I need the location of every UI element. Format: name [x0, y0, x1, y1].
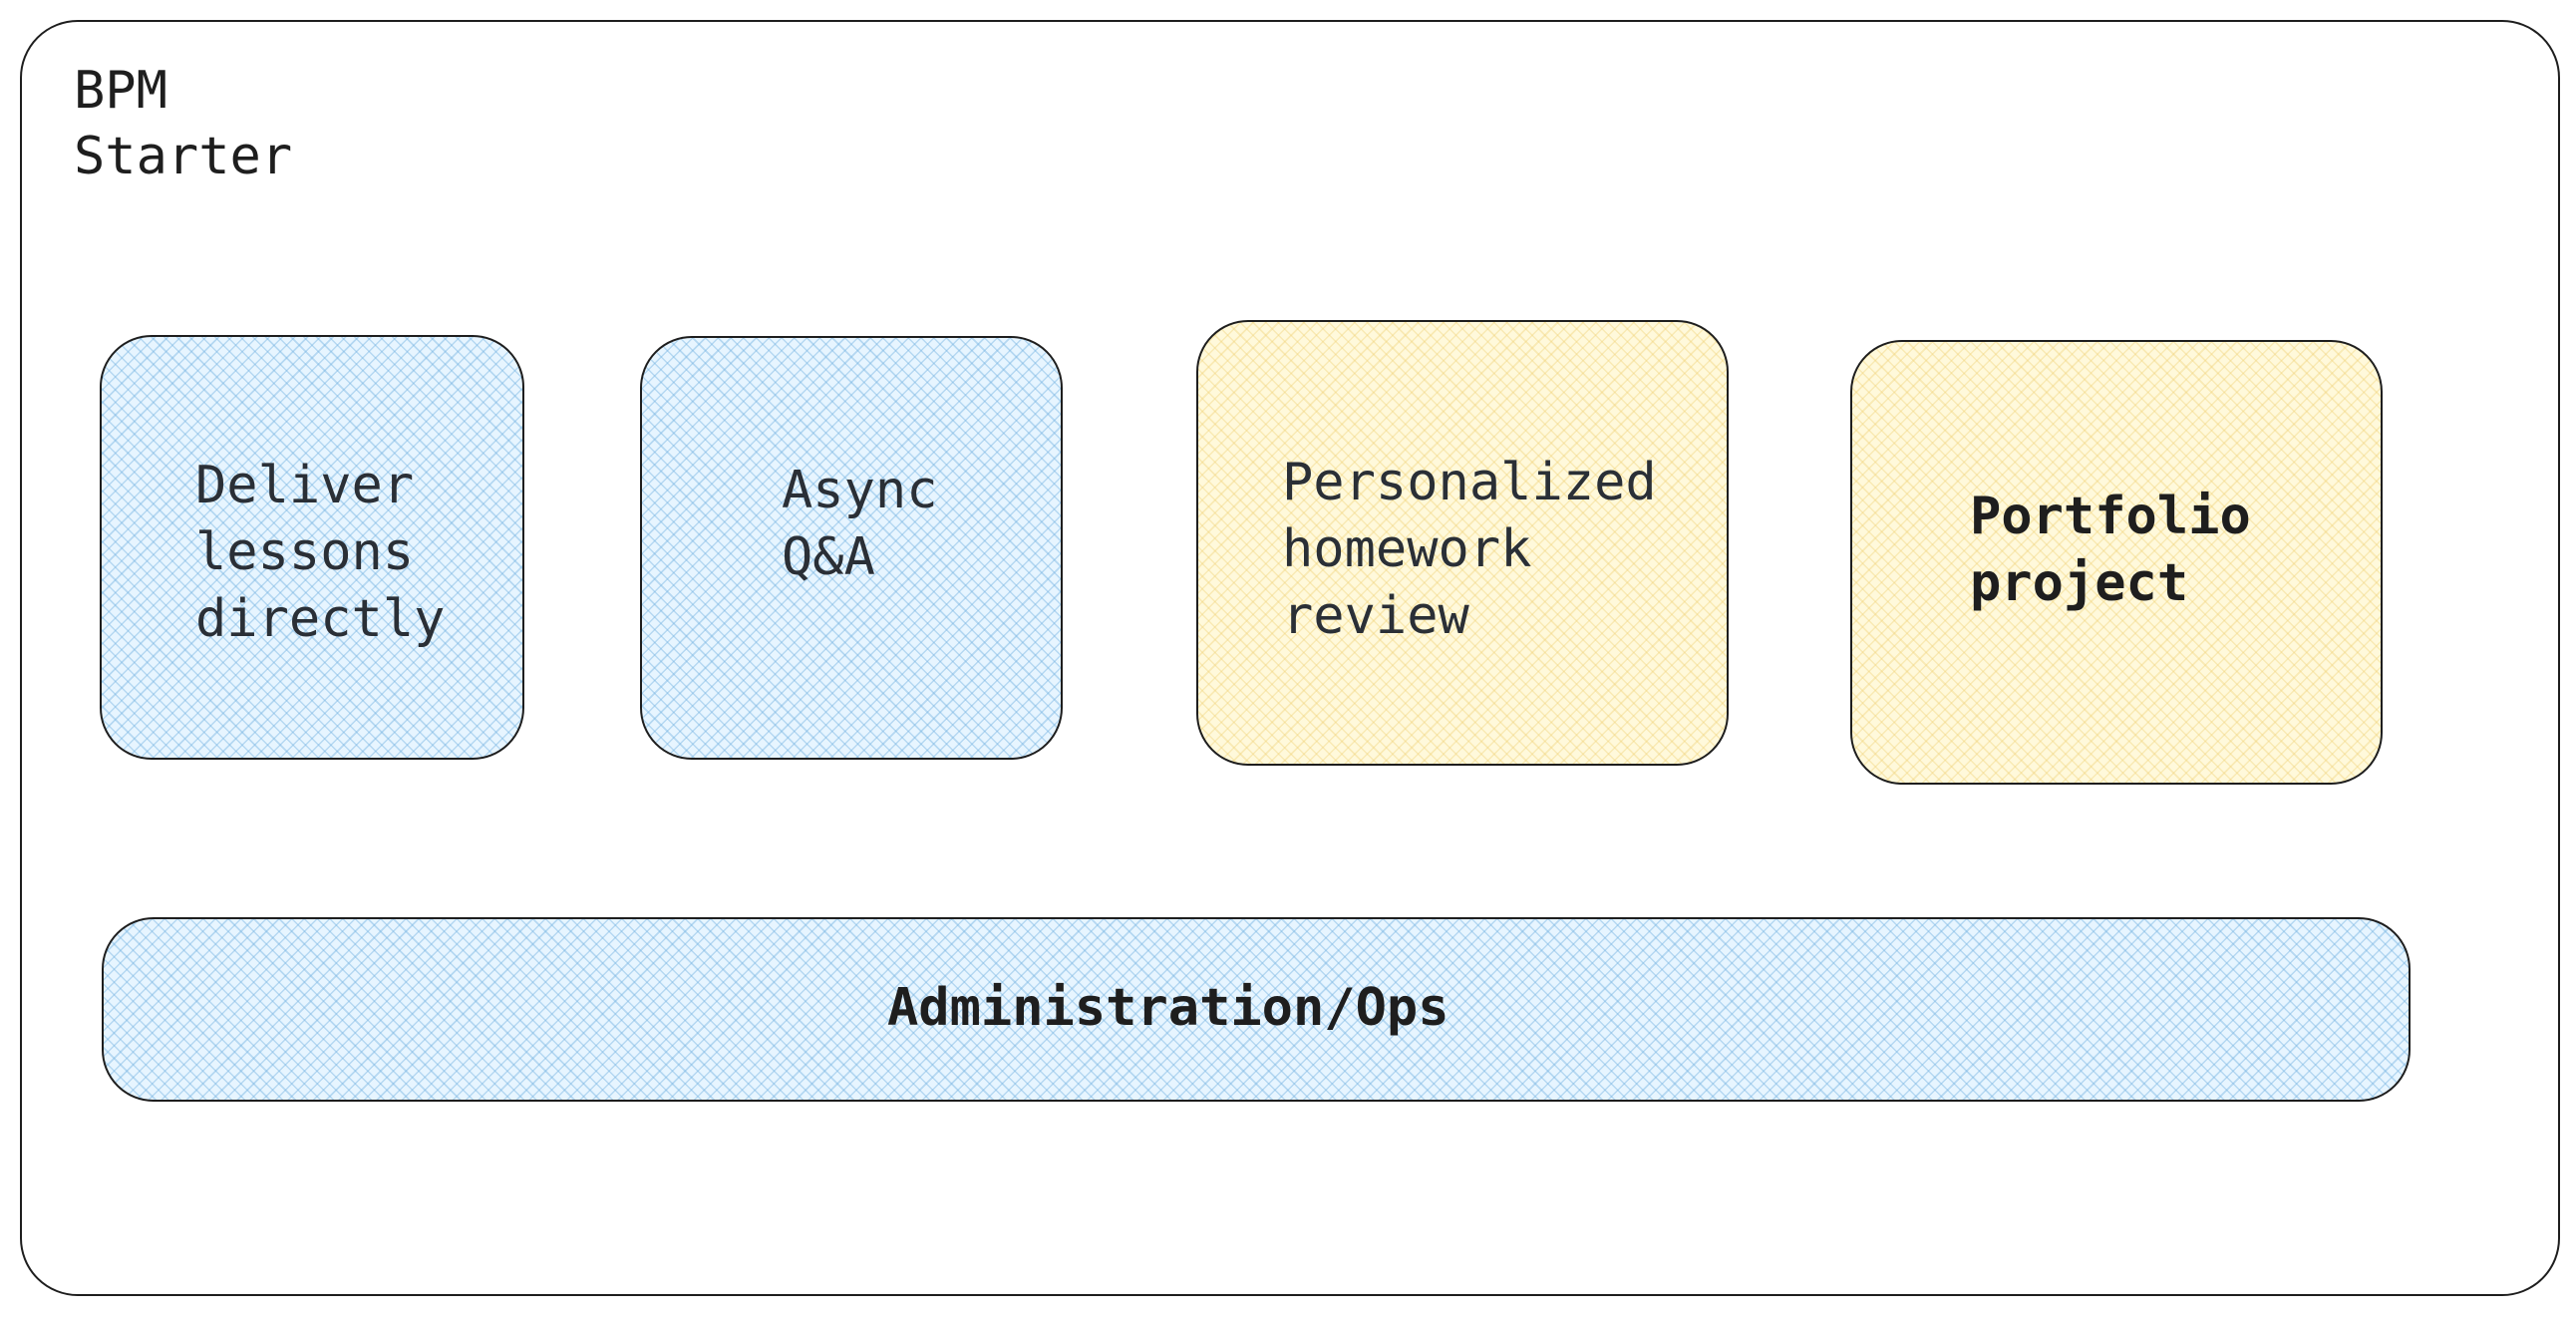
card-portfolio-project-label: Portfolio project	[1970, 487, 2251, 613]
card-deliver-lessons-label: Deliver lessons directly	[195, 456, 446, 649]
card-async-qa-label: Async Q&A	[782, 461, 938, 587]
card-administration-ops: Administration/Ops	[102, 917, 2411, 1102]
card-administration-ops-label: Administration/Ops	[887, 978, 1449, 1038]
card-deliver-lessons: Deliver lessons directly	[100, 335, 524, 760]
frame-title: BPM Starter	[74, 61, 293, 186]
card-personalized-homework-label: Personalized homework review	[1282, 453, 1657, 646]
card-personalized-homework: Personalized homework review	[1196, 320, 1729, 766]
card-portfolio-project: Portfolio project	[1850, 340, 2383, 785]
card-async-qa: Async Q&A	[640, 336, 1063, 760]
